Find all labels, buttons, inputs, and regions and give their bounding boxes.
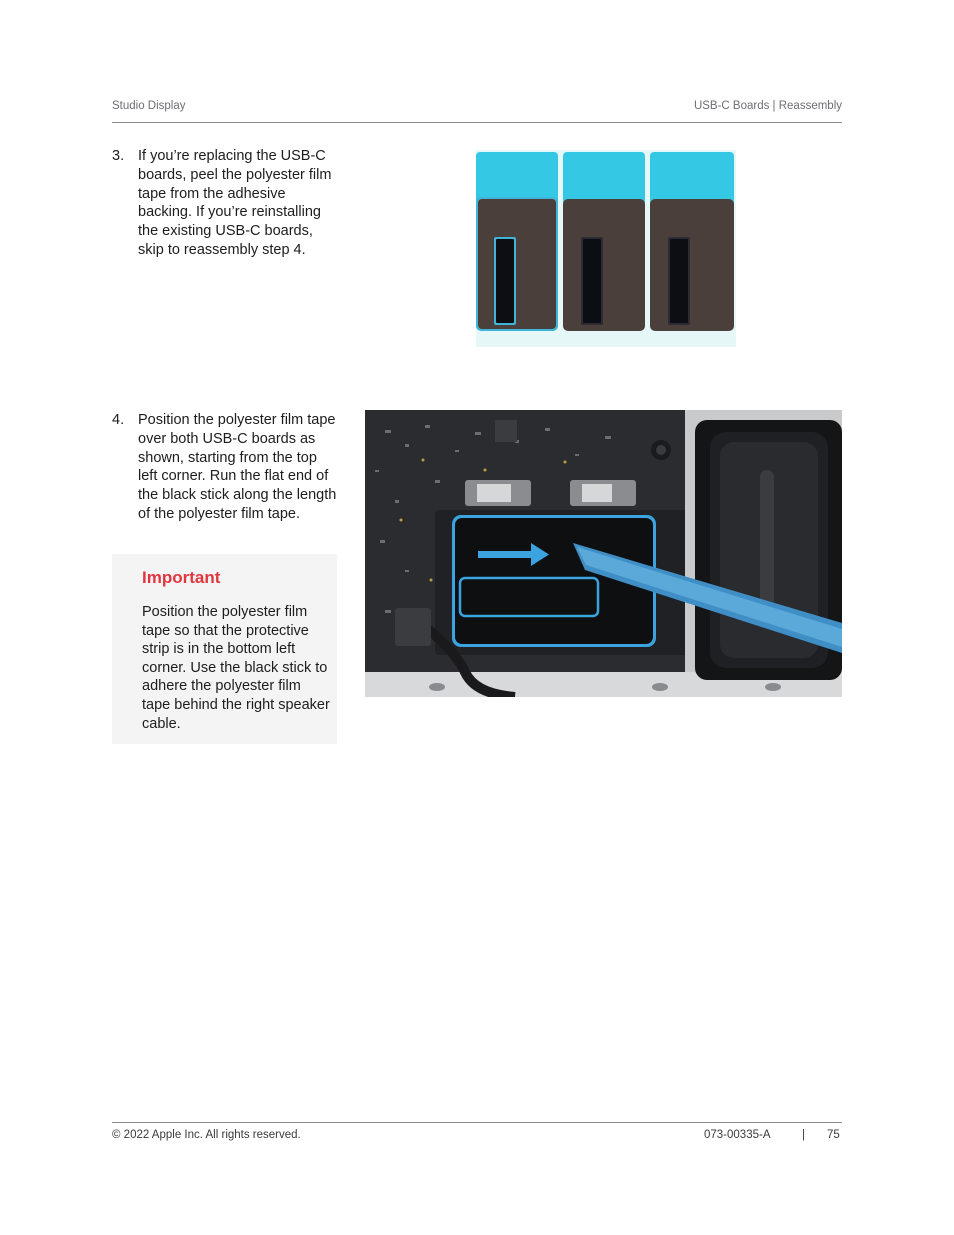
- footer-page-number: 75: [827, 1129, 840, 1141]
- step-4-number: 4.: [112, 412, 125, 428]
- header-section-title: USB-C Boards | Reassembly: [693, 100, 842, 112]
- important-callout: Important Position the polyester film ta…: [112, 554, 337, 744]
- step-4: 4. Position the polyester film tape over…: [112, 411, 337, 524]
- header-document-title: Studio Display: [112, 100, 186, 112]
- step-3-number: 3.: [112, 148, 125, 164]
- step-4-text: Position the polyester film tape over bo…: [138, 412, 337, 522]
- step-3: 3. If you’re replacing the USB-C boards,…: [112, 147, 337, 260]
- important-body: Position the polyester film tape so that…: [142, 604, 330, 732]
- footer-divider: [112, 1122, 842, 1123]
- tape-placement-photo: [365, 410, 842, 697]
- footer-doc-number: 073-00335-A: [704, 1129, 771, 1141]
- footer-separator: |: [802, 1129, 805, 1141]
- header-divider: [112, 122, 842, 123]
- footer-copyright: © 2022 Apple Inc. All rights reserved.: [112, 1129, 301, 1141]
- step-3-text: If you’re replacing the USB-C boards, pe…: [138, 148, 332, 258]
- polyester-film-tape-photo: [447, 145, 759, 348]
- important-title: Important: [142, 568, 221, 587]
